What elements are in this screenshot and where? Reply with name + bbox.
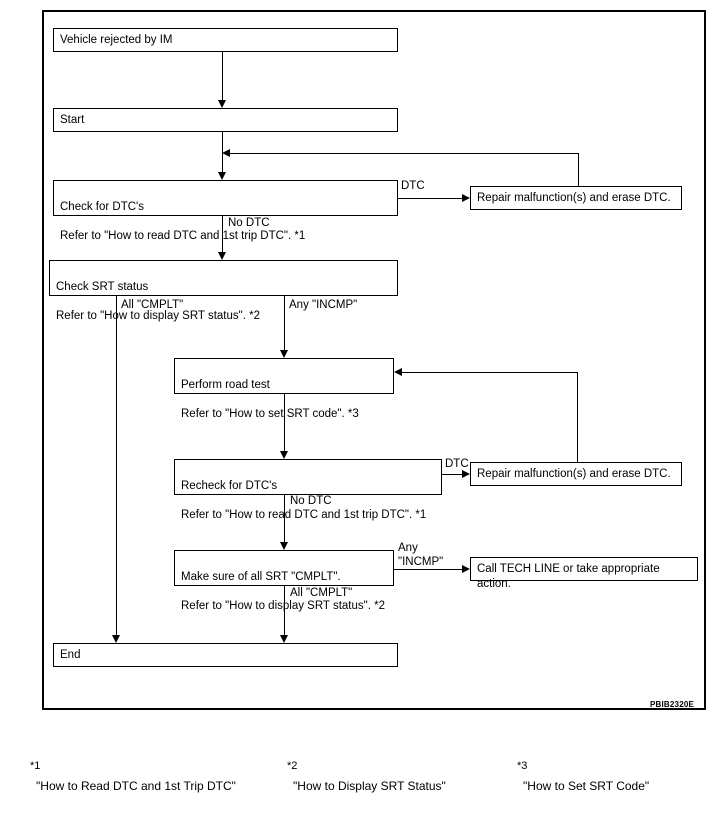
footnote-2: *2 "How to Display SRT Status" — [267, 735, 446, 816]
edge-checkdtc-to-checksrt — [222, 216, 223, 252]
node-recheck-dtc-line1: Recheck for DTC's — [181, 479, 278, 492]
node-check-dtc-line1: Check for DTC's — [60, 200, 144, 213]
edge-label-dtc-bottom: DTC — [445, 458, 469, 470]
node-check-srt-line1: Check SRT status — [56, 280, 149, 293]
node-end: End — [53, 643, 398, 667]
edge-makesure-to-techline-arrowhead — [462, 564, 470, 573]
edge-repair-bottom-feedback-left — [402, 372, 578, 373]
footnote-1-text: "How to Read DTC and 1st Trip DTC" — [36, 779, 236, 793]
node-check-srt: Check SRT status Refer to "How to displa… — [49, 260, 398, 322]
footnote-2-text: "How to Display SRT Status" — [293, 779, 446, 793]
edge-makesure-to-techline — [394, 569, 462, 570]
node-road-test-line1: Perform road test — [181, 378, 270, 391]
edge-checkdtc-to-repair — [398, 198, 462, 199]
edge-roadtest-to-recheck-arrowhead — [279, 451, 288, 459]
edge-repair-top-feedback-arrowhead — [222, 148, 230, 157]
edge-repair-bottom-feedback-arrowhead — [394, 367, 402, 376]
flowchart-canvas: Vehicle rejected by IM Start Check for D… — [0, 10, 718, 793]
edge-label-no-dtc-top: No DTC — [228, 217, 270, 229]
node-make-sure-srt-line2: Refer to "How to display SRT status". *2 — [181, 599, 385, 612]
edge-checksrt-all-cmplt-down — [116, 296, 117, 635]
edge-label-any-incmp-right: Any "INCMP" — [289, 299, 358, 311]
footnote-3-text: "How to Set SRT Code" — [523, 779, 650, 793]
edge-label-dtc-top: DTC — [401, 180, 425, 192]
edge-recheck-to-repair-arrowhead — [462, 469, 470, 478]
edge-roadtest-to-recheck — [284, 394, 285, 451]
node-repair-top: Repair malfunction(s) and erase DTC. — [470, 186, 682, 210]
edge-repair-bottom-feedback-up — [577, 372, 578, 462]
edge-recheck-to-makesure-arrowhead — [279, 542, 288, 550]
edge-vehicle-to-start-arrowhead — [217, 100, 226, 108]
node-make-sure-srt: Make sure of all SRT "CMPLT". Refer to "… — [174, 550, 394, 612]
footnote-1-mark: *1 — [30, 760, 41, 772]
footnote-3-mark: *3 — [517, 760, 528, 772]
edge-checkdtc-to-checksrt-arrowhead — [217, 252, 226, 260]
node-check-dtc-line2: Refer to "How to read DTC and 1st trip D… — [60, 229, 306, 242]
edge-checksrt-all-cmplt-arrowhead — [111, 635, 120, 643]
edge-start-to-checkdtc-arrowhead — [217, 172, 226, 180]
node-road-test: Perform road test Refer to "How to set S… — [174, 358, 394, 420]
node-vehicle-rejected: Vehicle rejected by IM — [53, 28, 398, 52]
edge-recheck-to-makesure — [284, 495, 285, 542]
edge-repair-top-feedback-up — [578, 153, 579, 186]
edge-label-no-dtc-bottom: No DTC — [290, 495, 332, 507]
node-check-srt-line2: Refer to "How to display SRT status". *2 — [56, 309, 260, 322]
footnote-3: *3 "How to Set SRT Code" — [497, 735, 649, 816]
edge-checkdtc-to-repair-arrowhead — [462, 193, 470, 202]
edge-makesure-to-end — [284, 586, 285, 635]
footnote-1: *1 "How to Read DTC and 1st Trip DTC" — [10, 735, 236, 816]
node-check-dtc: Check for DTC's Refer to "How to read DT… — [53, 180, 398, 242]
node-recheck-dtc: Recheck for DTC's Refer to "How to read … — [174, 459, 442, 521]
edge-repair-top-feedback-left — [230, 153, 579, 154]
node-make-sure-srt-line1: Make sure of all SRT "CMPLT". — [181, 570, 341, 583]
footnote-row: *1 "How to Read DTC and 1st Trip DTC" *2… — [0, 735, 718, 793]
edge-label-all-cmplt-bottom: All "CMPLT" — [290, 587, 353, 599]
edge-label-any-incmp-two-line: Any "INCMP" — [398, 542, 444, 568]
node-road-test-line2: Refer to "How to set SRT code". *3 — [181, 407, 359, 420]
node-tech-line: Call TECH LINE or take appropriate actio… — [470, 557, 698, 590]
node-start: Start — [53, 108, 398, 132]
edge-vehicle-to-start — [222, 52, 223, 100]
edge-label-all-cmplt-left: All "CMPLT" — [121, 299, 184, 311]
node-recheck-dtc-line2: Refer to "How to read DTC and 1st trip D… — [181, 508, 427, 521]
edge-checksrt-any-incmp-down — [284, 296, 285, 350]
figure-id-code: PBIB2320E — [650, 700, 695, 709]
edge-checksrt-any-incmp-arrowhead — [279, 350, 288, 358]
edge-makesure-to-end-arrowhead — [279, 635, 288, 643]
node-repair-bottom: Repair malfunction(s) and erase DTC. — [470, 462, 682, 486]
edge-recheck-to-repair — [442, 474, 462, 475]
footnote-2-mark: *2 — [287, 760, 298, 772]
